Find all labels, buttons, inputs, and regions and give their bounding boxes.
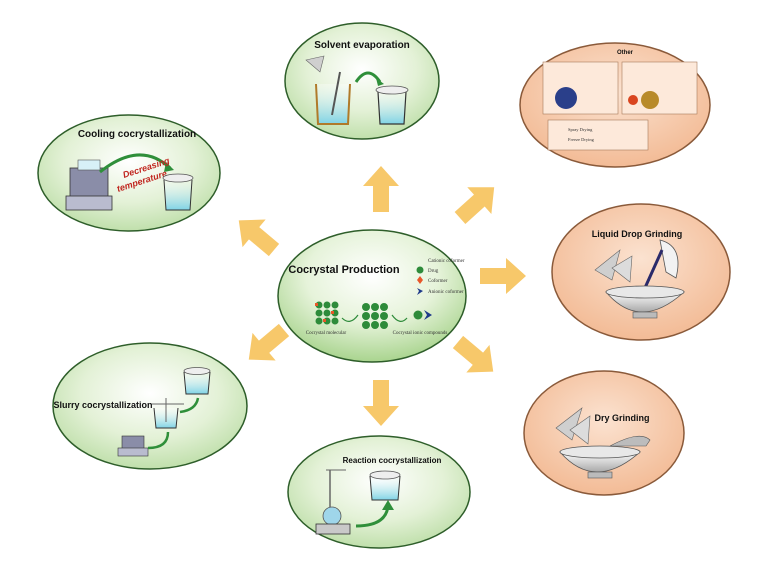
other-item-1: Spray Drying	[568, 127, 593, 132]
other-node: Other Spray Drying Freeze Drying	[519, 42, 711, 168]
reaction-title: Reaction cocrystallization	[343, 456, 442, 465]
arrow-lower-right	[452, 335, 494, 373]
arrows	[238, 166, 526, 426]
cooling-title: Cooling cocrystallization	[78, 129, 196, 140]
legend-anionic: Anionic coformer	[428, 290, 464, 295]
arrow-down	[363, 380, 399, 426]
other-title: Other	[617, 50, 634, 56]
slurry-title: Slurry cocrystallization	[53, 400, 152, 410]
caption-left: Cocrystal molecular	[306, 331, 347, 336]
caption-right: Cocrystal ionic compounds	[393, 331, 448, 336]
ionic-complex	[405, 310, 432, 320]
anionic-coformer-icon	[417, 288, 423, 295]
arrow-upper-right	[454, 187, 495, 224]
solvent-evaporation-title: Solvent evaporation	[314, 40, 410, 51]
reaction-node: Reaction cocrystallization	[287, 435, 471, 549]
liquid-drop-title: Liquid Drop Grinding	[592, 229, 682, 239]
drug-lattice	[362, 303, 388, 329]
solvent-evaporation-node: Solvent evaporation	[284, 22, 440, 140]
arrow-right	[480, 258, 526, 294]
legend-coformer: Coformer	[428, 279, 448, 284]
liquid-drop-grinding-node: Liquid Drop Grinding	[551, 203, 731, 341]
center-legend: Cationic coformer Drug Coformer Anionic …	[415, 255, 465, 295]
arrow-upper-left	[238, 219, 280, 257]
dry-grinding-node: Dry Grinding	[523, 370, 685, 496]
drug-icon	[416, 266, 424, 274]
center-title: Cocrystal Production	[288, 264, 400, 276]
coformer-icon	[417, 276, 423, 284]
legend-cationic: Cationic coformer	[428, 259, 465, 264]
arrow-right-small	[391, 314, 408, 322]
molecular-lattice	[315, 301, 339, 325]
cooling-node: Cooling cocrystallization Decreasing tem…	[37, 114, 221, 232]
dry-grinding-title: Dry Grinding	[594, 413, 649, 423]
legend-drug: Drug	[428, 269, 439, 274]
slurry-node: Slurry cocrystallization	[52, 342, 248, 470]
center-node: Cocrystal Production Cationic coformer D…	[277, 229, 467, 363]
arrow-up	[363, 166, 399, 212]
arrow-left-small	[341, 314, 359, 322]
other-item-2: Freeze Drying	[568, 137, 595, 142]
arrow-lower-left	[248, 323, 290, 361]
